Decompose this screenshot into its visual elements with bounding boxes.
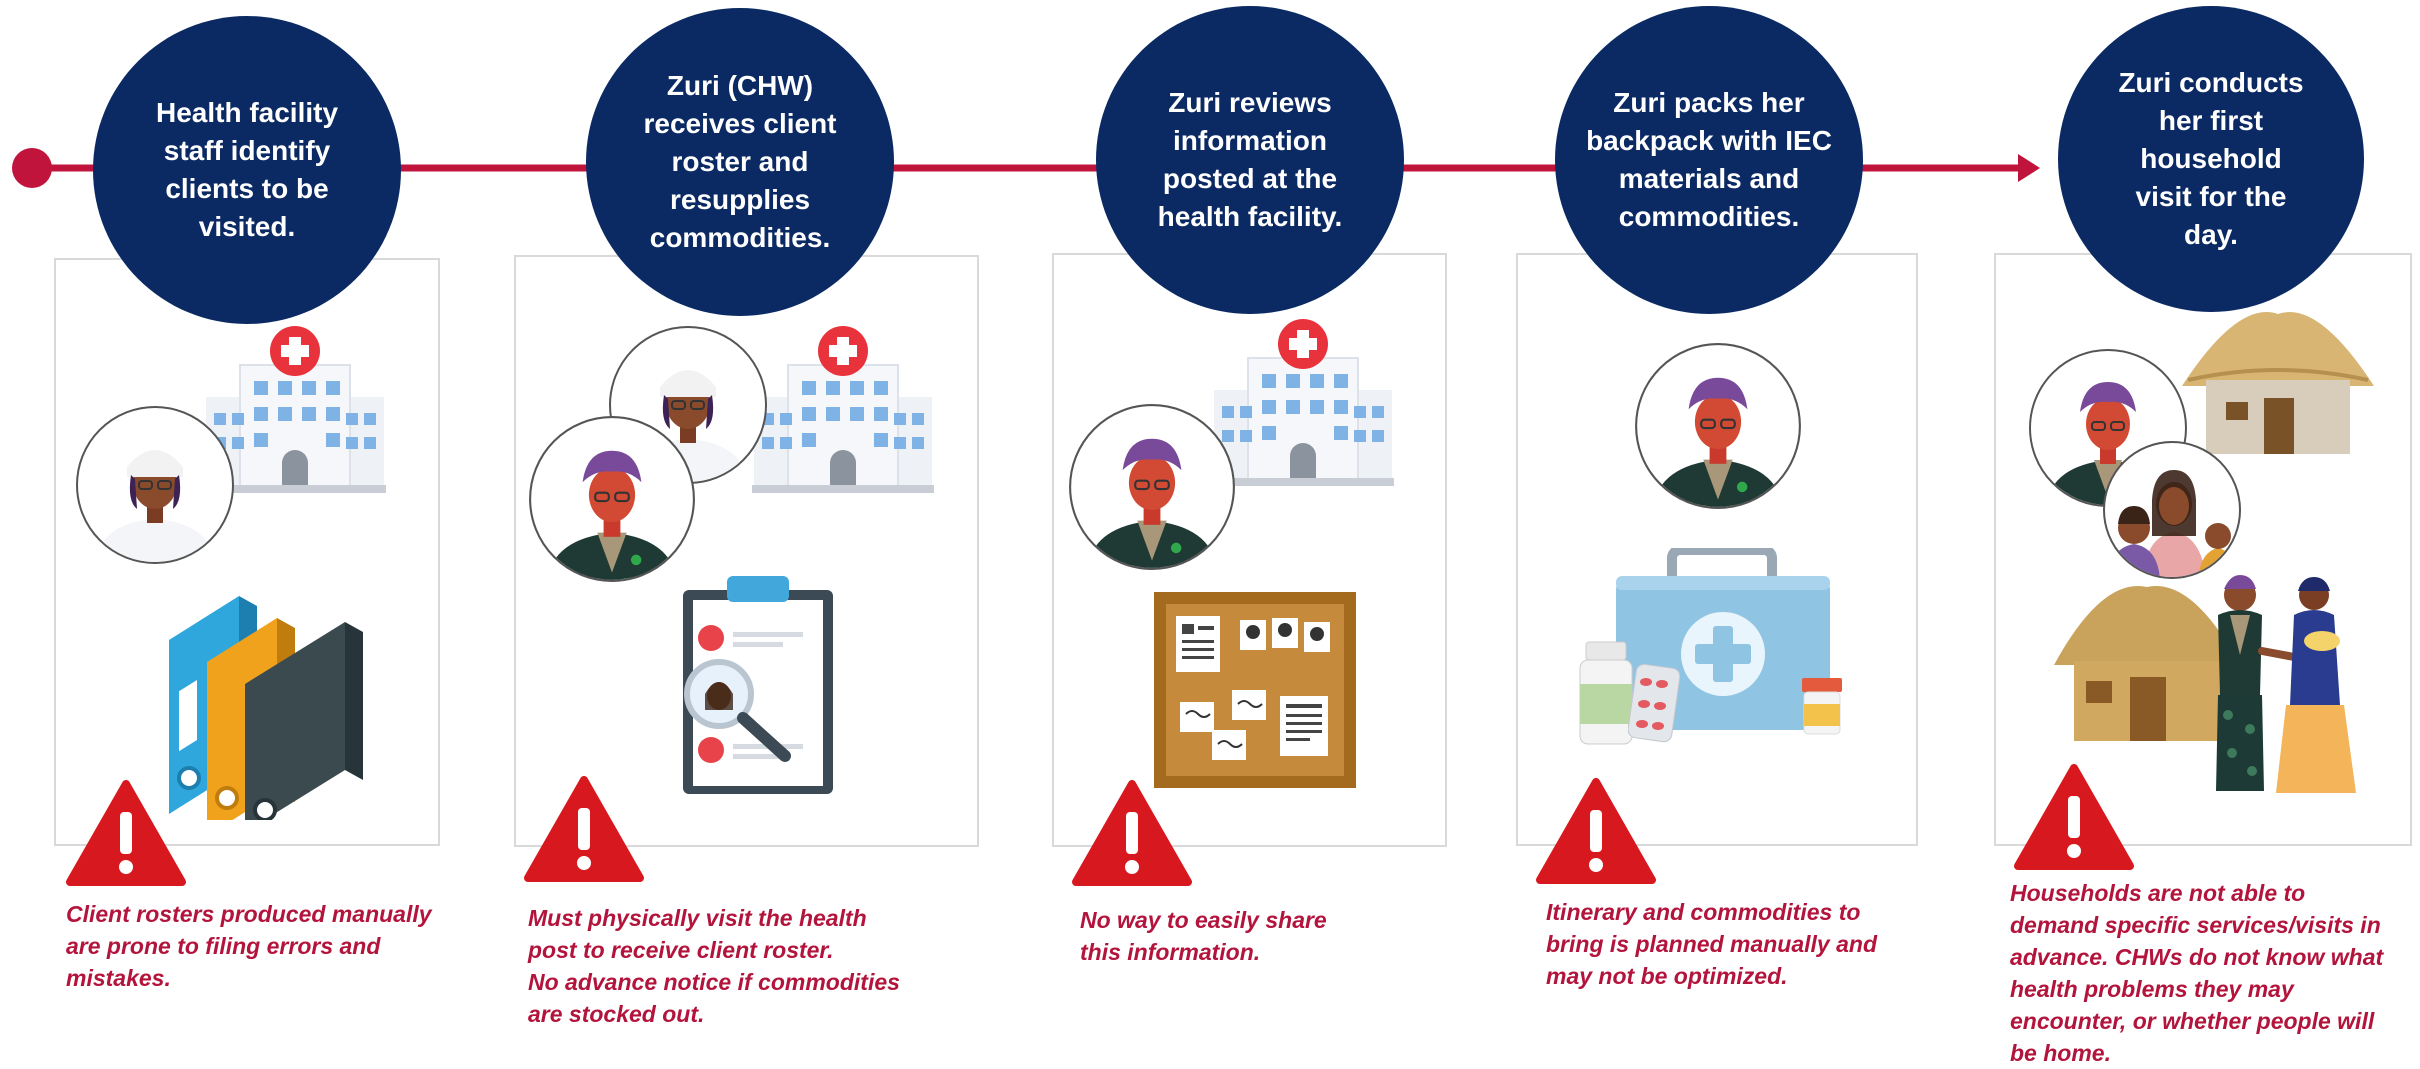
health-worker-avatar <box>76 406 234 564</box>
chw-with-client-icon <box>2216 575 2356 793</box>
chw-avatar <box>529 416 695 582</box>
hospital-icon <box>752 326 934 493</box>
jar-icon <box>1802 678 1842 735</box>
step-4-title: Zuri packs her backpack with IEC materia… <box>1555 6 1863 314</box>
hut-icon <box>2054 585 2240 741</box>
step-5-title: Zuri conducts her first household visit … <box>2058 6 2364 312</box>
step-2-title: Zuri (CHW) receives client roster and re… <box>586 8 894 316</box>
bulletin-board-icon <box>1154 592 1356 788</box>
timeline-arrow-icon <box>2018 154 2040 182</box>
step-4-warning-icon <box>1536 778 1656 884</box>
medicine-bottle-icon <box>1579 641 1633 745</box>
timeline-start-dot <box>12 148 52 188</box>
step-1-note: Client rosters produced manually are pro… <box>66 901 432 991</box>
hospital-icon <box>204 326 386 493</box>
step-3-warning-icon <box>1072 780 1192 886</box>
chw-avatar <box>1635 343 1801 509</box>
step-2-warning-icon <box>524 776 644 882</box>
step-1-title: Health facility staff identify clients t… <box>93 16 401 324</box>
step-5-warning-icon <box>2014 764 2134 870</box>
step-3-note: No way to easily share this information. <box>1080 907 1327 965</box>
clipboard-roster-icon <box>683 576 833 794</box>
binders-icon <box>169 596 363 820</box>
hut-icon <box>2182 312 2374 454</box>
chw-avatar <box>1069 404 1235 570</box>
step-3-title: Zuri reviews information posted at the h… <box>1096 6 1404 314</box>
pills-icon <box>1628 663 1680 743</box>
step-5-note: Households are not able to demand specif… <box>2010 880 2384 1066</box>
step-1-warning-icon <box>66 780 186 886</box>
step-4-note: Itinerary and commodities to bring is pl… <box>1546 899 1877 989</box>
family-avatar <box>2103 441 2241 579</box>
step-2-note: Must physically visit the health post to… <box>528 905 900 1027</box>
